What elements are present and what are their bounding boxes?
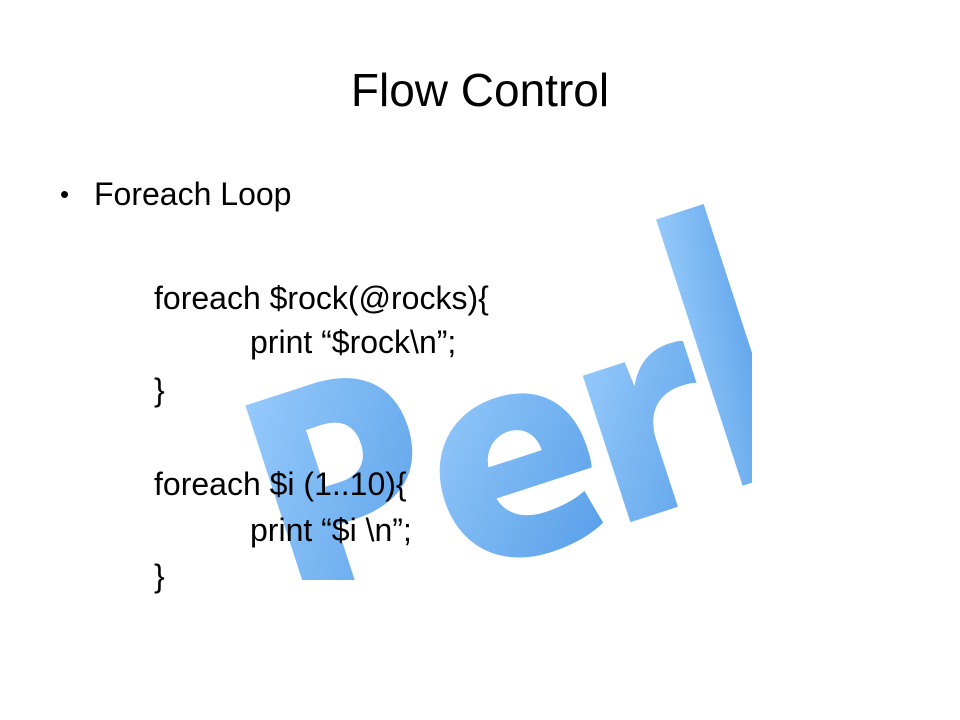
code-line-6: }: [154, 558, 165, 594]
code-line-5: print “$i \n”;: [250, 512, 412, 548]
code-line-1: foreach $rock(@rocks){: [154, 280, 489, 316]
bullet-marker: •: [60, 179, 70, 209]
bullet-text: Foreach Loop: [94, 176, 292, 212]
perl-watermark-logo: [245, 204, 752, 580]
code-line-4: foreach $i (1..10){: [154, 466, 407, 502]
bullet-item: • Foreach Loop: [60, 172, 291, 216]
code-line-2: print “$rock\n”;: [250, 324, 457, 360]
code-line-3: }: [154, 372, 165, 408]
slide-title: Flow Control: [350, 64, 610, 116]
